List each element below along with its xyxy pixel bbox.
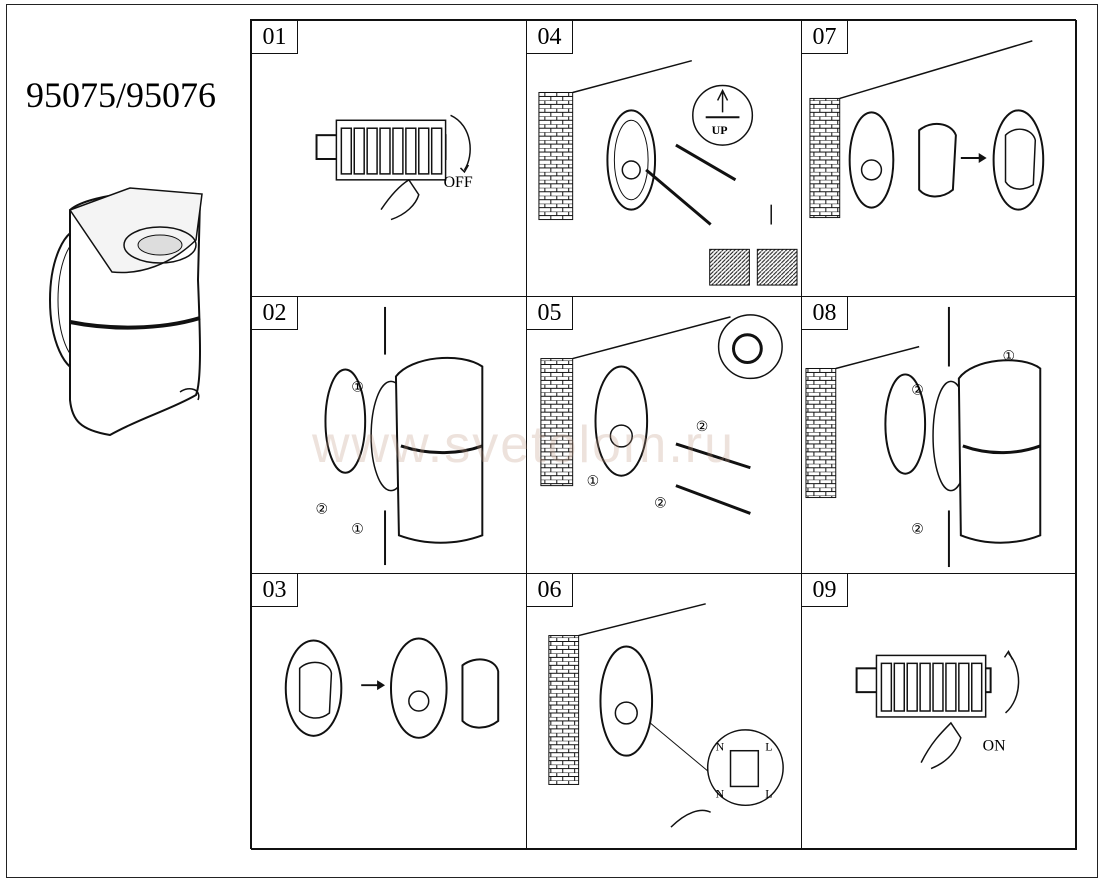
step-marker-one: ① xyxy=(351,380,363,395)
reassembly-illustration: ① ② ② xyxy=(805,306,1042,568)
step-number: 03 xyxy=(252,574,298,607)
step-marker-one: ① xyxy=(1003,350,1015,365)
steps-grid: 01 OFF 04 xyxy=(250,19,1077,850)
step-number: 08 xyxy=(802,297,848,330)
breaker-on-illustration: ON xyxy=(855,649,1020,770)
step-cell-07: 07 xyxy=(801,20,1077,297)
wire-neutral-top: N xyxy=(716,740,725,754)
wire-live-bottom: L xyxy=(765,786,772,800)
step-number: 05 xyxy=(527,297,573,330)
step-cell-08: 08 ① ② ② xyxy=(801,296,1077,574)
mounting-illustration: UP xyxy=(538,59,798,286)
cable-connection-illustration: ② ① ② xyxy=(540,314,783,515)
step-marker-two: ② xyxy=(654,496,666,511)
step-number: 09 xyxy=(802,574,848,607)
on-label: ON xyxy=(983,738,1006,755)
product-illustration xyxy=(49,187,203,437)
step-cell-02: 02 ① ② ① xyxy=(251,296,527,574)
up-label: UP xyxy=(712,123,728,137)
wire-neutral-bottom: N xyxy=(716,786,725,800)
breaker-off-illustration: OFF xyxy=(315,114,473,221)
cover-removal-illustration xyxy=(284,637,500,739)
step-marker-two: ② xyxy=(696,420,708,435)
wire-live-top: L xyxy=(765,740,772,754)
step-number: 06 xyxy=(527,574,573,607)
step-cell-05: 05 ② ① ② xyxy=(526,296,802,574)
step-cell-06: 06 N L N L xyxy=(526,573,802,850)
step-cell-09: 09 ON xyxy=(801,573,1077,850)
step-number: 01 xyxy=(252,21,298,54)
disassembly-illustration: ① ② ① xyxy=(316,306,484,566)
step-number: 02 xyxy=(252,297,298,330)
wiring-illustration: N L N L xyxy=(548,603,784,828)
step-marker-two: ② xyxy=(316,502,328,517)
step-cell-04: 04 UP xyxy=(526,20,802,297)
model-numbers: 95075/95076 xyxy=(26,75,217,115)
step-number: 07 xyxy=(802,21,848,54)
cover-fitting-illustration xyxy=(809,40,1045,219)
step-marker-one: ① xyxy=(351,522,363,537)
step-cell-03: 03 xyxy=(251,573,527,850)
step-number: 04 xyxy=(527,21,573,54)
step-marker-two: ② xyxy=(911,522,923,537)
page-border xyxy=(6,4,1098,878)
off-label: OFF xyxy=(444,174,473,191)
step-cell-01: 01 OFF xyxy=(251,20,527,297)
step-marker-two: ② xyxy=(911,383,923,398)
step-marker-one: ① xyxy=(587,475,599,490)
